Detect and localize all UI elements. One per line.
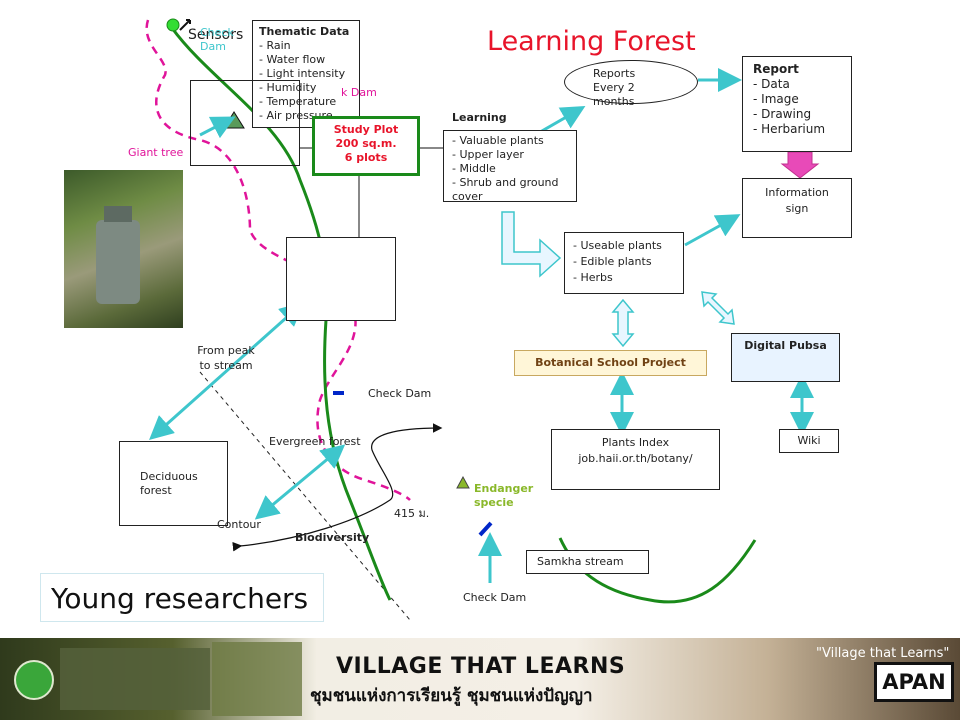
sensors-label: Sensors (188, 27, 244, 43)
deciduous-forest-box: Deciduous forest (119, 441, 228, 526)
plot-box-upper (190, 80, 300, 166)
samkha-stream-label: Samkha stream (537, 555, 624, 568)
plot-box-middle (286, 237, 396, 321)
thematic-item: Light intensity (259, 67, 353, 81)
digital-pubsa-box: Digital Pubsa (731, 333, 840, 382)
botanical-school-box: Botanical School Project (514, 350, 707, 376)
report-item: Image (753, 92, 841, 107)
banner-subtitle: ชุมชนแห่งการเรียนรู้ ชุมชนแห่งปัญญา (310, 686, 593, 706)
deciduous-line: Deciduous (140, 470, 198, 483)
plants-index-url[interactable]: job.haii.or.th/botany/ (578, 452, 693, 465)
thematic-item: Water flow (259, 53, 353, 67)
banner-photo-left (60, 648, 210, 710)
thematic-item: Humidity (259, 81, 353, 95)
from-peak-line: From peak (197, 344, 255, 357)
endanger-line: Endanger (474, 482, 534, 495)
learning-item: Shrub and ground cover (452, 176, 568, 204)
reports-line: Every 2 (593, 81, 635, 94)
contour-label: Contour (217, 518, 261, 531)
young-researchers-box: Young researchers (40, 573, 324, 622)
check-dam-middle-label: Check Dam (368, 387, 432, 400)
check-dam-partial-label: k Dam (341, 86, 377, 99)
sensor-tank-image (96, 220, 140, 304)
useable-item: Edible plants (573, 254, 675, 270)
study-plot-line: 200 sq.m. (335, 137, 397, 150)
evergreen-forest-label: Evergreen forest (269, 435, 361, 448)
giant-tree-arrow (199, 116, 236, 139)
biodiversity-label: Biodiversity (295, 531, 370, 544)
reports-line: months (593, 95, 635, 108)
useable-to-botanical-double-arrow (611, 298, 635, 348)
contour-arrow (254, 444, 346, 520)
banner-photo-children (212, 642, 302, 716)
from-peak-arrow (149, 302, 304, 440)
banner-title: VILLAGE THAT LEARNS (336, 654, 626, 679)
thematic-data-box: Thematic Data Rain Water flow Light inte… (252, 20, 360, 128)
footer-banner: VILLAGE THAT LEARNS ชุมชนแห่งการเรียนรู้… (0, 638, 960, 720)
elevation-label: 415 ม. (394, 507, 430, 520)
plants-index-box: Plants Index job.haii.or.th/botany/ (551, 429, 720, 490)
report-to-sign-arrow (780, 151, 820, 179)
useable-item: Useable plants (573, 238, 675, 254)
report-item: Data (753, 77, 841, 92)
banner-quote: "Village that Learns" (816, 646, 950, 661)
forest-photo (64, 170, 183, 328)
learning-box: Valuable plants Upper layer Middle Shrub… (443, 130, 577, 204)
young-researchers-label: Young researchers (51, 582, 309, 615)
page-title: Learning Forest (487, 26, 696, 57)
thematic-item: Rain (259, 39, 353, 53)
learning-item: Valuable plants (452, 134, 568, 148)
plants-index-title: Plants Index (601, 436, 670, 449)
learning-item: Upper layer (452, 148, 568, 162)
check-dam-marker (478, 521, 493, 537)
from-peak-label: From peak to stream (190, 343, 262, 373)
useable-to-sign-arrow (684, 214, 741, 247)
learning-item: Middle (452, 162, 568, 176)
reports-ellipse: Reports Every 2 months (564, 60, 698, 108)
deciduous-line: forest (140, 484, 172, 497)
information-sign-line: sign (785, 202, 809, 215)
learning-heading: Learning (452, 111, 507, 124)
information-sign-box: Information sign (742, 178, 852, 238)
samkha-stream-box: Samkha stream (526, 550, 649, 574)
useable-to-pubsa-double-arrow (701, 291, 735, 325)
study-plot-box: Study Plot 200 sq.m. 6 plots (312, 116, 420, 176)
endanger-line: specie (474, 496, 514, 509)
botanical-school-label: Botanical School Project (535, 356, 686, 369)
sensor-pointer-icon (179, 19, 191, 31)
digital-pubsa-label: Digital Pubsa (744, 339, 827, 352)
endanger-species-triangle-icon (456, 475, 470, 489)
report-heading: Report (753, 62, 799, 76)
contour-curve-arrow (232, 423, 443, 552)
giant-tree-label: Giant tree (128, 146, 184, 159)
thematic-data-heading: Thematic Data (259, 25, 350, 38)
study-plot-line: 6 plots (344, 151, 388, 164)
from-peak-line: to stream (199, 359, 253, 372)
information-sign-line: Information (765, 186, 829, 199)
org-logo-icon (14, 660, 54, 700)
report-item: Herbarium (753, 122, 841, 137)
reports-line: Reports (593, 67, 636, 80)
thematic-item: Temperature (259, 95, 353, 109)
useable-plants-box: Useable plants Edible plants Herbs (564, 232, 684, 294)
endanger-label: Endanger specie (474, 482, 533, 510)
check-dam-top-label: Check Dam (200, 26, 234, 53)
learning-to-useable-bent-arrow (501, 211, 562, 278)
apan-logo-text: APAN (882, 670, 946, 694)
sensor-dot (166, 18, 180, 32)
apan-logo: APAN (874, 662, 954, 702)
wiki-label: Wiki (797, 434, 821, 447)
useable-item: Herbs (573, 270, 675, 286)
check-dam-bottom-label: Check Dam (463, 591, 527, 604)
report-box: Report Data Image Drawing Herbarium (742, 56, 852, 152)
study-plot-line: Study Plot (333, 123, 399, 136)
wiki-box: Wiki (779, 429, 839, 453)
sensor-box-image (104, 206, 132, 222)
report-item: Drawing (753, 107, 841, 122)
